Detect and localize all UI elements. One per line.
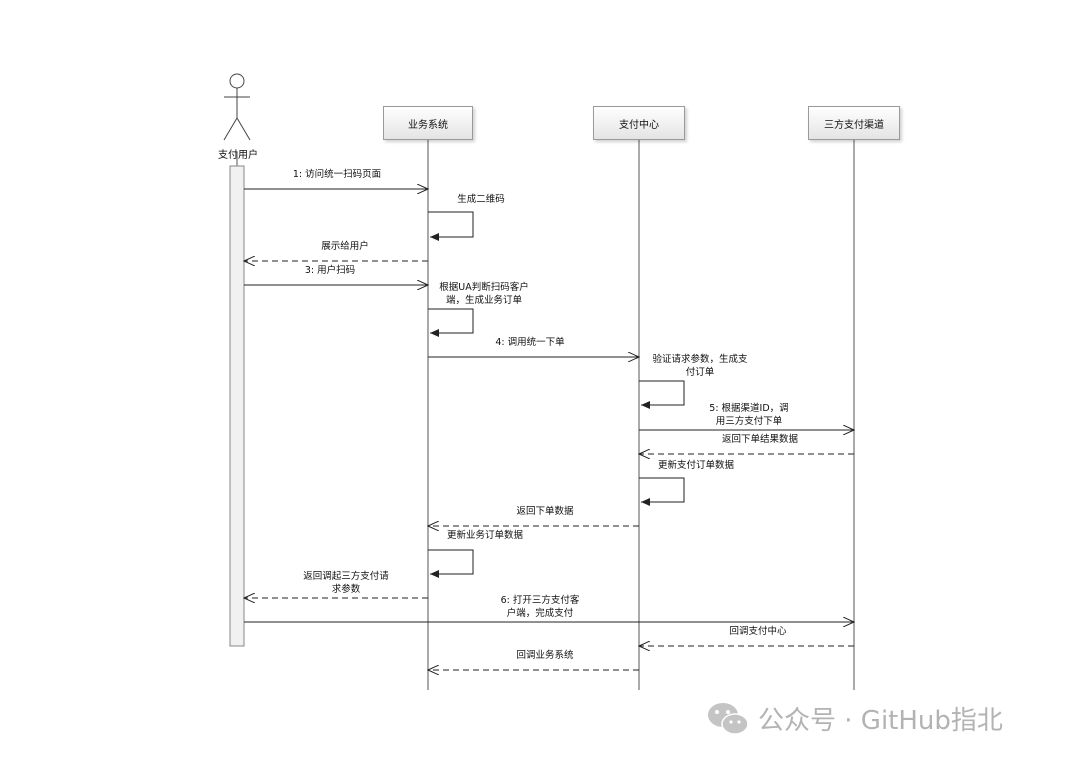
participant-third-party-channel: 三方支付渠道 (808, 106, 900, 140)
msg-label-callback-biz: 回调业务系统 (516, 650, 574, 661)
msg-label-6: 6: 打开三方支付客 户端，完成支付 (500, 595, 580, 619)
actor-figure (223, 73, 251, 141)
wechat-icon (708, 702, 749, 735)
actor-activation (229, 165, 245, 647)
msg-label-show-user: 展示给用户 (321, 241, 369, 252)
participant-payment-center: 支付中心 (593, 106, 685, 140)
msg-label-self-verify: 验证请求参数，生成支 付订单 (652, 354, 748, 378)
arrow-self-qrcode (428, 211, 474, 241)
msg-label-self-ua: 根据UA判断扫码客户 端，生成业务订单 (439, 282, 529, 306)
msg-label-callback-pay: 回调支付中心 (729, 626, 787, 637)
msg-label-4: 4: 调用统一下单 (495, 337, 565, 348)
arrow-self-verify (639, 380, 685, 409)
participant-biz-system: 业务系统 (383, 106, 473, 140)
arrow-self-update-biz (428, 549, 474, 578)
msg-label-3: 3: 用户扫码 (304, 265, 356, 276)
actor-label: 支付用户 (218, 150, 258, 161)
msg-label-return-params: 返回调起三方支付请 求参数 (303, 571, 389, 595)
watermark: 公众号 · GitHub指北 (706, 700, 1003, 737)
msg-label-self-qrcode: 生成二维码 (457, 194, 505, 205)
arrow-self-ua (428, 308, 474, 337)
msg-label-self-update-biz: 更新业务订单数据 (446, 530, 523, 541)
msg-label-1: 1: 访问统一扫码页面 (292, 169, 382, 180)
watermark-text: 公众号 · GitHub指北 (758, 706, 1003, 736)
msg-label-self-update-pay: 更新支付订单数据 (657, 460, 734, 471)
arrow-self-update-pay (639, 477, 685, 506)
msg-label-return-order: 返回下单数据 (516, 506, 574, 517)
msg-label-5: 5: 根据渠道ID，调 用三方支付下单 (709, 403, 789, 427)
msg-label-return-result: 返回下单结果数据 (721, 434, 798, 445)
